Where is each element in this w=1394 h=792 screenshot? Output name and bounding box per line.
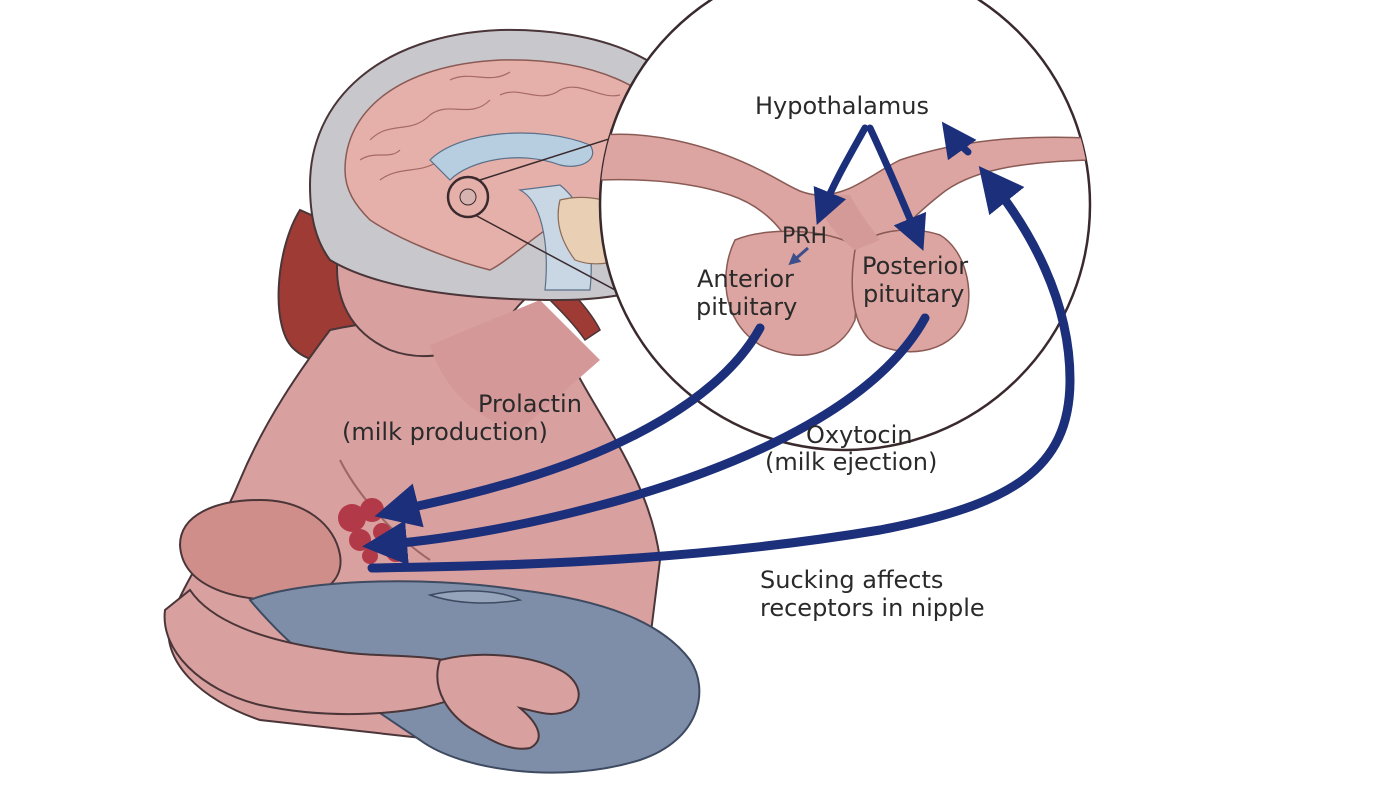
sucking-signal-arrow (367, 165, 1075, 573)
baby-head (178, 498, 342, 602)
arrow-hypothalamus-to-posterior (866, 124, 927, 251)
mother-figure (163, 208, 701, 774)
ventricle (429, 132, 594, 181)
label-receptors-nipple: receptors in nipple (760, 594, 985, 622)
label-milk-ejection: (milk ejection) (765, 448, 937, 476)
label-anterior-pituitary: pituitary (696, 293, 797, 321)
arrow-nerve-to-hypothalamus (941, 121, 977, 161)
hypothalamus-tissue (600, 133, 1090, 246)
label-prolactin: Prolactin (478, 390, 582, 418)
label-prh: PRH (782, 224, 827, 249)
mother-neck (430, 300, 600, 430)
mother-hand (436, 653, 580, 750)
pituitary-region-marker (446, 175, 490, 219)
label-milk-production: (milk production) (342, 418, 548, 446)
label-sucking: Sucking affects (760, 566, 943, 594)
label-oxytocin: Oxytocin (806, 421, 912, 449)
arrow-hypothalamus-to-prh (813, 124, 869, 225)
hormone-arrows (362, 165, 1075, 573)
label-posterior-pituitary: pituitary (863, 280, 964, 308)
label-posterior: Posterior (862, 252, 968, 280)
internal-arrows (813, 121, 977, 251)
blanket-fold (427, 590, 523, 604)
arrow-prh-to-anterior (788, 246, 809, 266)
oxytocin-arrow (362, 313, 930, 566)
magnified-view (598, 0, 1092, 452)
label-hypothalamus: Hypothalamus (755, 92, 929, 120)
label-anterior: Anterior (697, 265, 794, 293)
pituitary-region-inner (459, 188, 477, 206)
prolactin-arrow (374, 323, 765, 528)
diagram-labels: Hypothalamus PRH Anterior pituitary Post… (342, 92, 985, 622)
